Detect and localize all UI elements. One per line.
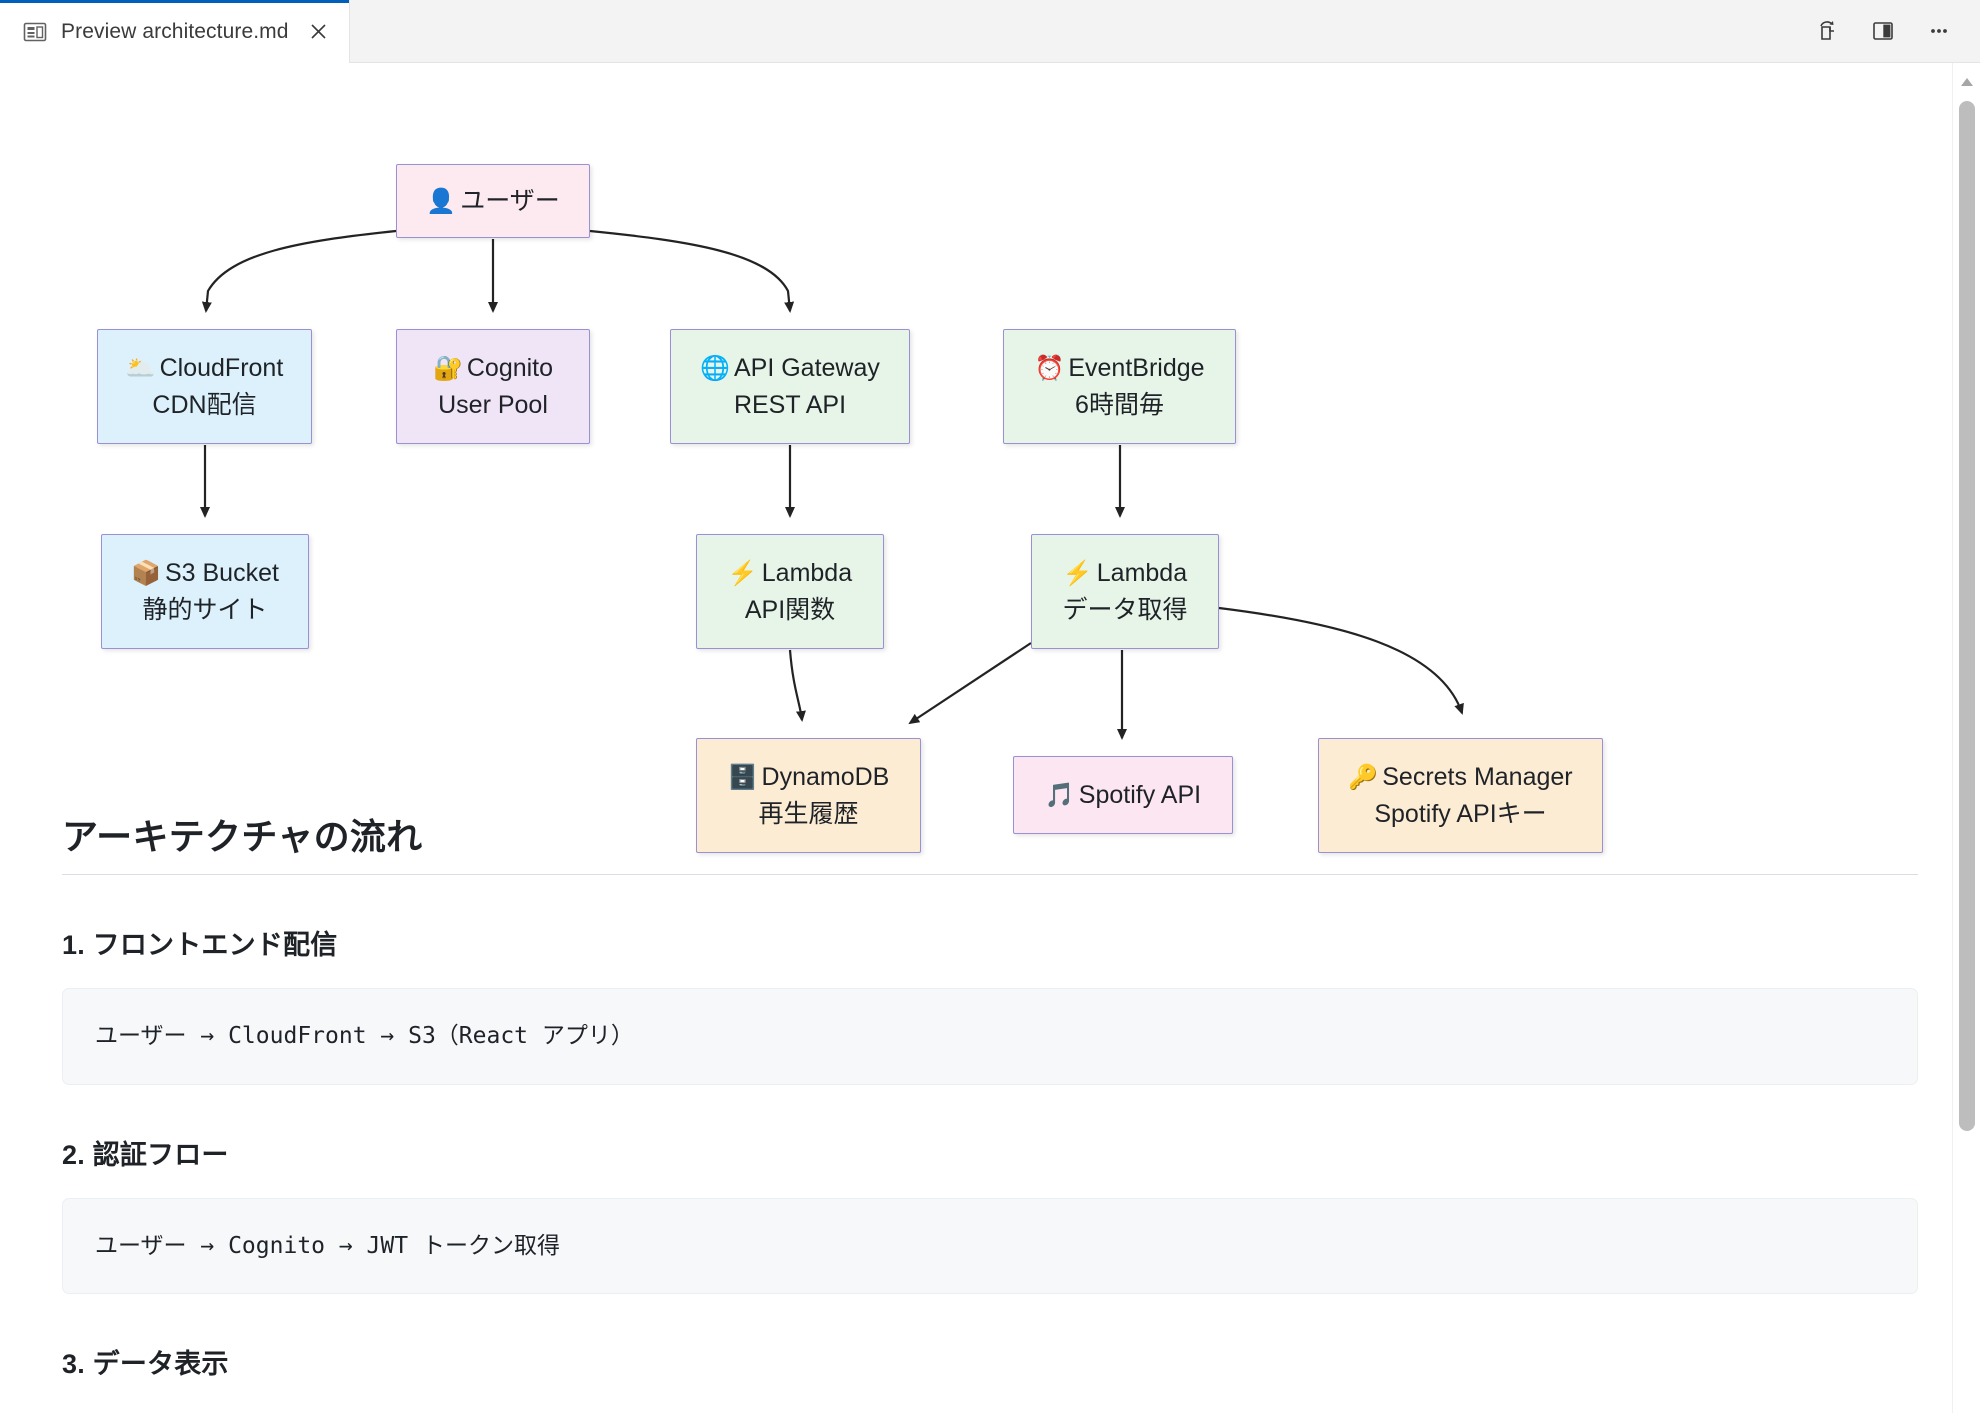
markdown-body: アーキテクチャの流れ 1. フロントエンド配信 ユーザー → CloudFron… xyxy=(0,808,1980,1381)
subsection-title-2: 2. 認証フロー xyxy=(62,1139,229,1170)
diagram-node-s3: 📦S3 Bucket 静的サイト xyxy=(101,534,309,649)
node-label-primary: 👤ユーザー xyxy=(426,186,560,215)
node-label-secondary: 6時間毎 xyxy=(1075,390,1164,419)
diagram-node-lambda2: ⚡Lambda データ取得 xyxy=(1031,534,1219,649)
more-actions-icon[interactable] xyxy=(1924,16,1954,46)
node-label-primary: 🔑Secrets Manager xyxy=(1348,762,1573,791)
node-label-primary: 🔐Cognito xyxy=(432,353,554,382)
subsection-title-1: 1. フロントエンド配信 xyxy=(62,930,338,960)
diagram-node-ddb: 🗄️DynamoDB 再生履歴 xyxy=(696,738,921,853)
node-emoji-icon: 👤 xyxy=(426,187,457,215)
open-source-icon[interactable] xyxy=(1812,16,1842,46)
node-label-primary: ⚡Lambda xyxy=(1062,558,1188,587)
node-label-primary: ⚡Lambda xyxy=(727,558,853,587)
scroll-up-arrow-icon[interactable] xyxy=(1953,69,1980,95)
node-label-primary: ⏰EventBridge xyxy=(1034,353,1205,382)
node-label-secondary: Spotify APIキー xyxy=(1374,799,1547,828)
node-emoji-icon: 🔐 xyxy=(432,354,463,382)
node-label-secondary: 再生履歴 xyxy=(758,799,859,828)
markdown-preview-icon xyxy=(22,19,48,45)
node-label-secondary: CDN配信 xyxy=(152,390,257,419)
node-label-primary: 🎵Spotify API xyxy=(1044,780,1202,809)
node-label-primary: 🌥️CloudFront xyxy=(125,353,284,382)
diagram-node-spotify: 🎵Spotify API xyxy=(1013,756,1233,834)
editor-actions xyxy=(1812,0,1980,62)
node-emoji-icon: 🎵 xyxy=(1044,781,1075,809)
code-block-1: ユーザー → CloudFront → S3（React アプリ） xyxy=(62,988,1918,1085)
node-label-secondary: API関数 xyxy=(744,595,836,624)
scrollbar-thumb[interactable] xyxy=(1959,101,1975,1131)
node-label-primary: 📦S3 Bucket xyxy=(131,558,279,587)
tab-preview-architecture-md[interactable]: Preview architecture.md xyxy=(0,0,350,63)
node-emoji-icon: ⏰ xyxy=(1034,354,1065,382)
node-label-secondary: 静的サイト xyxy=(142,595,268,624)
subsection-title-3: 3. データ表示 xyxy=(62,1349,229,1379)
node-label-secondary: User Pool xyxy=(438,390,548,419)
section-heading: アーキテクチャの流れ xyxy=(62,808,1918,875)
tab-label: Preview architecture.md xyxy=(61,19,289,43)
node-label-primary: 🗄️DynamoDB xyxy=(727,762,890,791)
diagram-node-user: 👤ユーザー xyxy=(396,164,590,238)
split-editor-icon[interactable] xyxy=(1868,16,1898,46)
node-emoji-icon: 🌐 xyxy=(700,354,730,382)
code-block-2: ユーザー → Cognito → JWT トークン取得 xyxy=(62,1197,1918,1294)
node-emoji-icon: 🌥️ xyxy=(125,354,156,382)
diagram-edges xyxy=(200,229,1464,740)
node-label-secondary: データ取得 xyxy=(1062,595,1188,624)
node-emoji-icon: ⚡ xyxy=(727,559,758,587)
node-emoji-icon: ⚡ xyxy=(1062,559,1093,587)
close-icon[interactable] xyxy=(305,18,333,46)
node-label-secondary: REST API xyxy=(733,390,847,419)
editor-tab-bar: Preview architecture.md xyxy=(0,0,1980,63)
node-emoji-icon: 📦 xyxy=(131,559,161,587)
node-emoji-icon: 🗄️ xyxy=(727,763,758,791)
diagram-node-eb: ⏰EventBridge 6時間毎 xyxy=(1003,329,1236,444)
node-label-primary: 🌐API Gateway xyxy=(700,353,880,382)
node-emoji-icon: 🔑 xyxy=(1348,763,1379,791)
vertical-scrollbar[interactable] xyxy=(1952,63,1980,1413)
